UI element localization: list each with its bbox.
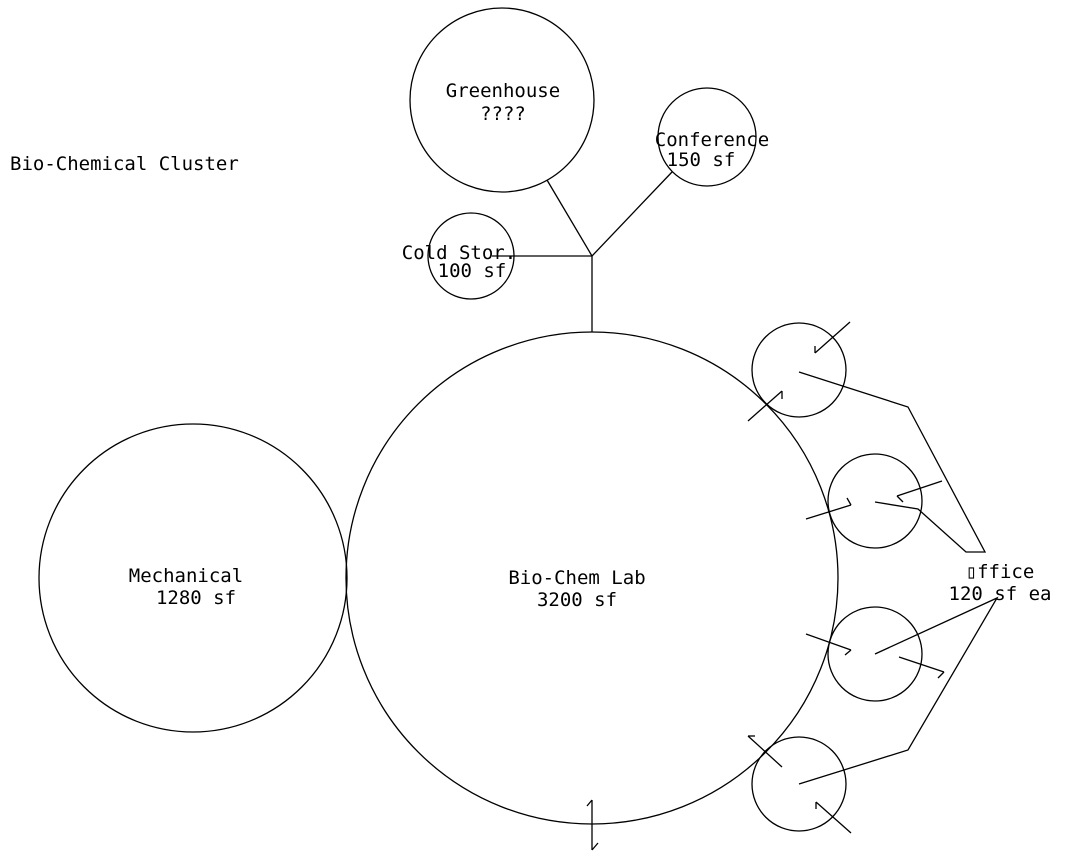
door-mark xyxy=(844,649,852,656)
greenhouse-bubble: Greenhouse ???? xyxy=(409,7,595,193)
door-mark xyxy=(747,735,783,768)
greenhouse-circle xyxy=(409,7,595,193)
conference-label: Conference xyxy=(655,129,769,151)
office-leader-line xyxy=(798,371,987,553)
connector-lines xyxy=(492,171,673,332)
door-mark xyxy=(815,801,852,834)
door-mark xyxy=(896,495,904,503)
conference-circle xyxy=(657,87,757,187)
door-marks xyxy=(586,321,945,851)
door-mark xyxy=(591,842,599,851)
mechanical-bubble: Mechanical 1280 sf xyxy=(38,423,348,733)
diagram-title: Bio-Chemical Cluster xyxy=(10,153,239,175)
biochem-lab-bubble: Bio-Chem Lab 3200 sf xyxy=(345,331,839,825)
office-leader-line xyxy=(798,596,999,785)
door-mark xyxy=(805,633,852,651)
mechanical-circle xyxy=(38,423,348,733)
door-mark xyxy=(937,671,945,679)
door-mark xyxy=(586,799,593,807)
cold-storage-label: Cold Stor. xyxy=(402,242,516,264)
cold-storage-bubble: Cold Stor. 100 sf xyxy=(402,212,516,300)
door-mark xyxy=(747,390,783,422)
greenhouse-connector xyxy=(546,179,593,257)
biochem-lab-label: Bio-Chem Lab xyxy=(508,567,645,589)
office-circle xyxy=(827,453,923,549)
door-mark xyxy=(898,656,945,673)
office-circle xyxy=(827,606,923,702)
door-mark xyxy=(846,497,852,506)
door-mark xyxy=(896,480,943,497)
mechanical-label: Mechanical xyxy=(129,565,243,587)
office-bubbles: ▯ffice 120 sf ea xyxy=(586,321,1052,851)
office-circle xyxy=(751,736,847,832)
greenhouse-area: ???? xyxy=(480,103,526,125)
conference-connector xyxy=(591,171,673,257)
door-mark xyxy=(805,504,852,520)
office-circle xyxy=(751,322,847,418)
mechanical-area: 1280 sf xyxy=(156,587,236,609)
door-mark xyxy=(814,321,851,354)
office-area: 120 sf ea xyxy=(949,583,1052,605)
biochem-lab-area: 3200 sf xyxy=(537,589,617,611)
conference-bubble: Conference 150 sf xyxy=(655,87,769,187)
office-label: ▯ffice xyxy=(966,561,1035,583)
conference-area: 150 sf xyxy=(667,149,736,171)
cold-storage-area: 100 sf xyxy=(438,260,507,282)
greenhouse-label: Greenhouse xyxy=(446,80,560,102)
